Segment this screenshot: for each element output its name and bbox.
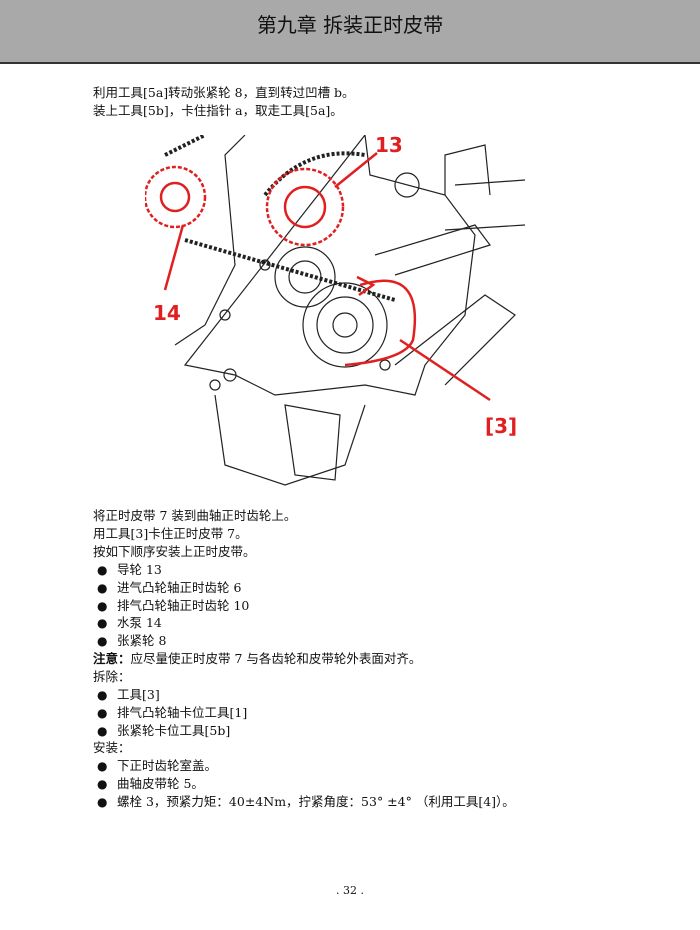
install-heading: 安装： (93, 740, 131, 755)
note-text: 应尽量使正时皮带 7 与各齿轮和皮带轮外表面对齐。 (130, 651, 422, 666)
callout-14: 14 (153, 301, 181, 325)
callout-13: 13 (375, 135, 403, 157)
chapter-header: 第九章 拆装正时皮带 (0, 0, 700, 64)
engine-timing-belt-figure: 13 14 [3] (145, 135, 525, 486)
intro-line: 利用工具[5a]转动张紧轮 8，直到转过凹槽 b。 (93, 85, 355, 100)
remove-heading: 拆除： (93, 669, 131, 684)
remove-item: 张紧轮卡位工具[5b] (93, 722, 230, 740)
order-item: 排气凸轮轴正时齿轮 10 (93, 597, 249, 615)
remove-item: 工具[3] (93, 686, 160, 704)
order-item: 水泵 14 (93, 614, 162, 632)
intro-line: 装上工具[5b]，卡住指针 a，取走工具[5a]。 (93, 103, 343, 118)
order-item: 进气凸轮轴正时齿轮 6 (93, 579, 241, 597)
chapter-title: 第九章 拆装正时皮带 (256, 13, 444, 37)
note: 注意：应尽量使正时皮带 7 与各齿轮和皮带轮外表面对齐。 (93, 650, 421, 668)
order-item: 张紧轮 8 (93, 632, 166, 650)
page-number: . 32 . (336, 884, 364, 897)
callout-3: [3] (485, 414, 517, 438)
remove-item: 排气凸轮轴卡位工具[1] (93, 704, 247, 722)
order-item: 导轮 13 (93, 561, 162, 579)
install-item: 螺栓 3，预紧力矩：40±4Nm，拧紧角度：53° ±4° （利用工具[4]）。 (93, 793, 515, 811)
step-line: 按如下顺序安装上正时皮带。 (93, 544, 256, 559)
install-item: 曲轴皮带轮 5。 (93, 775, 204, 793)
step-line: 将正时皮带 7 装到曲轴正时齿轮上。 (93, 508, 297, 523)
note-label: 注意： (93, 651, 131, 666)
step-line: 用工具[3]卡住正时皮带 7。 (93, 526, 248, 541)
install-item: 下正时齿轮室盖。 (93, 757, 217, 775)
